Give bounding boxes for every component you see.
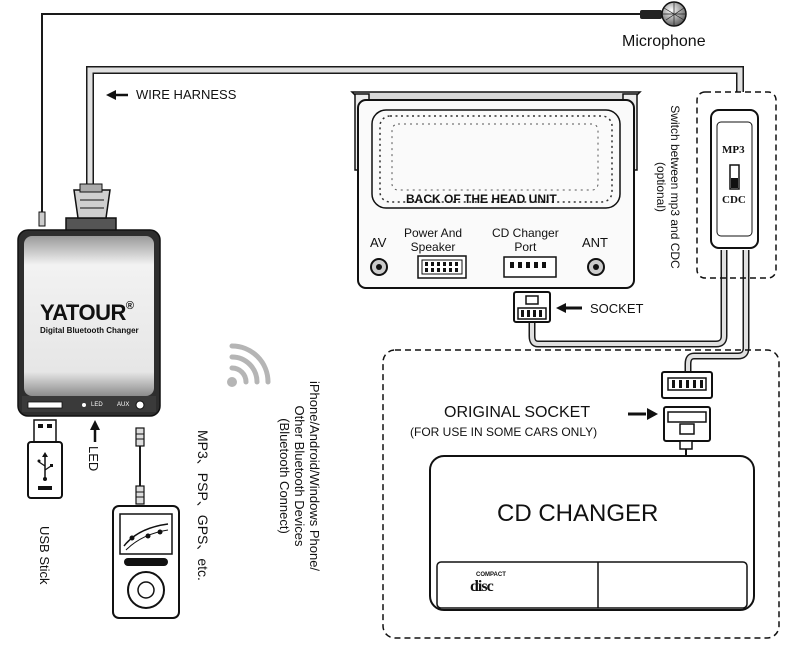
yatour-device	[17, 183, 161, 417]
original-socket-arrow	[628, 408, 658, 420]
wireless-signal-icon	[227, 343, 271, 387]
brand-name: YATOUR®	[40, 300, 134, 326]
harness-plug-icon	[661, 371, 713, 399]
cd-changer-label: CD CHANGER	[497, 500, 659, 527]
cd-changer-unit	[429, 455, 755, 611]
phones-line-2: Other Bluetooth Devices	[292, 405, 307, 547]
power-speaker-label: Power And Speaker	[404, 226, 462, 254]
head-unit	[350, 91, 642, 289]
switch-mp3-label: MP3	[722, 144, 745, 156]
mp3-player-icon	[112, 505, 180, 619]
wire-harness-arrow	[106, 90, 128, 100]
microphone-label: Microphone	[622, 33, 706, 50]
switch-note-label: Switch between mp3 and CDC (optional)	[654, 92, 682, 282]
phones-line-3: (Bluetooth Connect)	[277, 418, 292, 534]
mp3-cdc-switch[interactable]	[710, 109, 759, 249]
original-socket-label: ORIGINAL SOCKET	[444, 404, 591, 421]
compact-disc-small-label: COMPACT	[476, 572, 506, 578]
brand-text: YATOUR	[40, 300, 126, 325]
socket-label: SOCKET	[590, 301, 644, 316]
original-socket-icon	[663, 406, 711, 456]
usb-stick-icon	[27, 419, 63, 499]
socket-arrow	[556, 303, 582, 313]
power-speaker-line-1: Power And	[404, 226, 463, 240]
aux-port-icon	[135, 400, 145, 410]
port-aux-label: AUX	[117, 402, 130, 408]
led-arrow	[90, 420, 100, 442]
led-label: LED	[86, 446, 101, 472]
cd-port-line-2: Port	[514, 240, 537, 254]
switch-toggle-icon[interactable]	[729, 164, 740, 190]
usb-stick-label: USB Stick	[37, 526, 52, 585]
brand-subtitle: Digital Bluetooth Changer	[40, 326, 139, 335]
aux-plug-icon	[135, 427, 145, 505]
brand-registered: ®	[125, 300, 134, 312]
switch-note-line-1: Switch between mp3 and CDC	[668, 105, 682, 269]
head-unit-label: BACK OF THE HEAD UNIT	[406, 192, 557, 206]
socket-plug-icon	[513, 291, 551, 323]
power-speaker-connector-icon	[417, 255, 467, 279]
switch-cdc-label: CDC	[722, 194, 746, 206]
original-socket-note: (FOR USE IN SOME CARS ONLY)	[410, 425, 598, 439]
av-label: AV	[370, 235, 387, 250]
cd-port-line-1: CD Changer	[492, 226, 559, 240]
switch-note-line-2: (optional)	[654, 161, 668, 213]
led-indicator-icon	[82, 403, 86, 407]
cd-changer-port-label: CD Changer Port	[492, 226, 559, 254]
microphone-icon	[640, 1, 687, 27]
cd-changer-region	[382, 349, 780, 639]
power-speaker-line-2: Speaker	[410, 240, 456, 254]
port-led-label: LED	[91, 402, 103, 408]
compact-disc-logo: disc	[470, 578, 494, 595]
phones-line-1: iPhone/Android/Windows Phone/	[307, 380, 322, 572]
ant-label: ANT	[582, 235, 608, 250]
wire-harness-label: WIRE HARNESS	[136, 87, 237, 102]
mp3-devices-label: MP3、PSP、GPS、etc.	[195, 430, 211, 581]
switch-region	[696, 91, 777, 279]
phones-label: iPhone/Android/Windows Phone/ Other Blue…	[277, 368, 322, 584]
cd-changer-port-icon	[503, 256, 557, 278]
microphone-cable	[41, 13, 648, 212]
